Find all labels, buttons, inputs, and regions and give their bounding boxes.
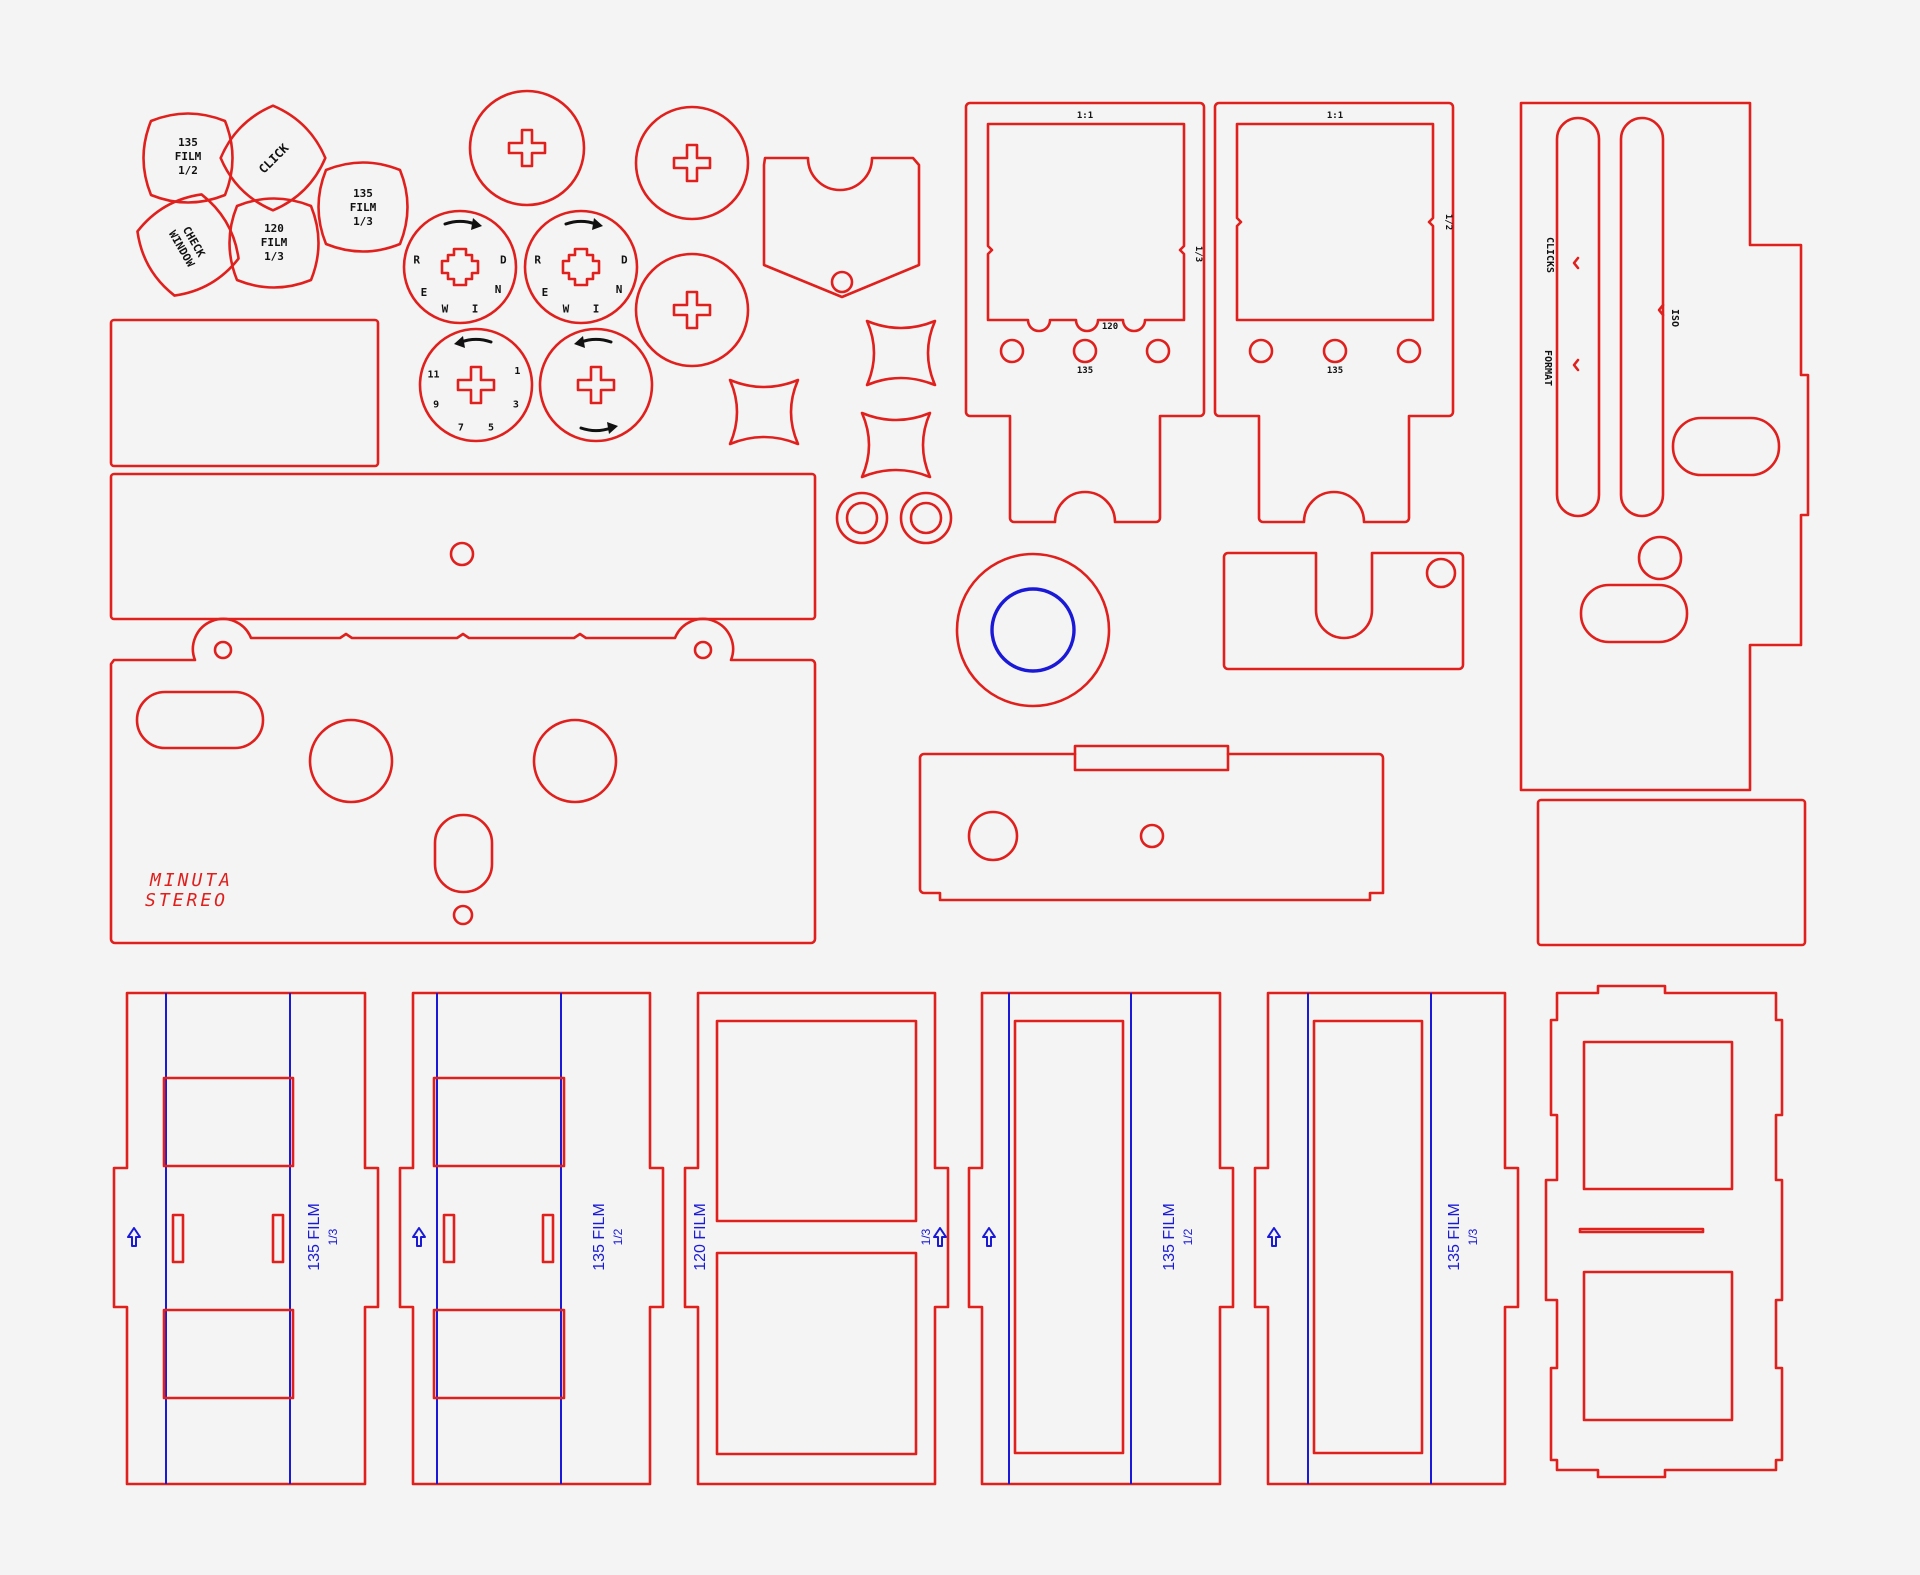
svg-text:5: 5 bbox=[488, 422, 494, 433]
svg-text:1/3: 1/3 bbox=[1466, 1228, 1480, 1245]
svg-text:1: 1 bbox=[514, 366, 520, 377]
washers bbox=[835, 491, 953, 545]
svg-text:1/3: 1/3 bbox=[1193, 246, 1203, 262]
counter-dial: 1 3 5 7 9 11 bbox=[418, 327, 534, 443]
svg-text:R: R bbox=[534, 253, 541, 266]
knob-120-film-third: 120 FILM 1/3 bbox=[228, 197, 320, 289]
svg-text:E: E bbox=[542, 286, 549, 299]
logo-line1: MINUTA bbox=[149, 870, 233, 891]
svg-text:135: 135 bbox=[1327, 366, 1343, 376]
panel-small bbox=[109, 318, 380, 468]
round-caps bbox=[468, 89, 750, 368]
svg-text:R: R bbox=[413, 253, 420, 266]
svg-text:ISO: ISO bbox=[1669, 309, 1680, 327]
film-insert-135-third: 135 FILM 1/3 bbox=[112, 991, 380, 1486]
svg-text:FILM: FILM bbox=[261, 236, 288, 249]
svg-text:3: 3 bbox=[513, 400, 519, 411]
svg-text:N: N bbox=[616, 283, 623, 296]
panel-small-right bbox=[1536, 798, 1807, 947]
svg-text:I: I bbox=[593, 302, 600, 315]
film-insert-135-third-b: 135 FILM 1/3 bbox=[1253, 991, 1520, 1486]
svg-text:CLICK: CLICK bbox=[256, 140, 292, 176]
knob-135-film-half: 135 FILM 1/2 bbox=[142, 112, 234, 204]
svg-text:1/3: 1/3 bbox=[326, 1228, 340, 1245]
lens-ring bbox=[955, 552, 1111, 708]
svg-text:1/2: 1/2 bbox=[611, 1228, 625, 1245]
svg-text:W: W bbox=[563, 302, 570, 315]
cap-top-right bbox=[634, 105, 750, 221]
bottom-plate bbox=[918, 744, 1385, 902]
film-insert-135-half-b: 135 FILM 1/2 bbox=[967, 991, 1235, 1486]
small-knobs bbox=[728, 319, 937, 479]
svg-text:D: D bbox=[621, 253, 628, 266]
svg-text:120: 120 bbox=[264, 222, 284, 235]
svg-text:D: D bbox=[500, 253, 507, 266]
cap-large bbox=[468, 89, 586, 207]
svg-text:1:1: 1:1 bbox=[1077, 111, 1093, 121]
svg-text:1/3: 1/3 bbox=[264, 250, 284, 263]
svg-text:N: N bbox=[495, 283, 502, 296]
svg-text:135: 135 bbox=[353, 187, 373, 200]
side-panel: CLICKS ISO FORMAT bbox=[1519, 101, 1810, 792]
body-front-panel: MINUTA STEREO bbox=[109, 617, 817, 945]
film-insert-120-third: 120 FILM 1/3 bbox=[683, 991, 950, 1486]
knob-click: CLICK bbox=[208, 93, 338, 223]
film-insert-135-half: 135 FILM 1/2 bbox=[398, 991, 665, 1486]
logo-line2: STEREO bbox=[145, 890, 228, 911]
svg-text:1:1: 1:1 bbox=[1327, 111, 1343, 121]
svg-text:E: E bbox=[421, 286, 428, 299]
svg-text:135 FILM: 135 FILM bbox=[591, 1203, 608, 1271]
rewind-dial-2: R E W I N D bbox=[523, 209, 639, 325]
svg-text:9: 9 bbox=[433, 400, 439, 411]
svg-text:1/2: 1/2 bbox=[1443, 214, 1453, 230]
bracket-plate bbox=[1222, 551, 1465, 671]
svg-text:W: W bbox=[442, 302, 449, 315]
mask-frame-right: 1:1 135 1/2 bbox=[1213, 101, 1455, 524]
svg-text:FORMAT: FORMAT bbox=[1542, 350, 1553, 386]
svg-text:FILM: FILM bbox=[350, 201, 377, 214]
svg-text:FILM: FILM bbox=[175, 150, 202, 163]
svg-text:1/2: 1/2 bbox=[178, 164, 198, 177]
svg-text:1/2: 1/2 bbox=[1181, 1228, 1195, 1245]
svg-text:135 FILM: 135 FILM bbox=[1161, 1203, 1178, 1271]
svg-text:135 FILM: 135 FILM bbox=[1446, 1203, 1463, 1271]
svg-text:120 FILM: 120 FILM bbox=[692, 1203, 709, 1271]
mask-frame-left: 1:1 120 135 1/3 bbox=[964, 101, 1206, 524]
advance-dial bbox=[538, 327, 654, 443]
pressure-plate bbox=[1544, 984, 1784, 1479]
svg-text:135: 135 bbox=[178, 136, 198, 149]
film-knobs: 135 FILM 1/2 CLICK 135 FILM 1/3 CHECK WI… bbox=[125, 93, 409, 308]
svg-text:1/3: 1/3 bbox=[919, 1228, 933, 1245]
svg-text:I: I bbox=[472, 302, 479, 315]
svg-text:1/3: 1/3 bbox=[353, 215, 373, 228]
pentagon-tab bbox=[762, 156, 921, 299]
svg-text:135: 135 bbox=[1077, 366, 1093, 376]
svg-text:7: 7 bbox=[458, 422, 464, 433]
svg-text:CLICKS: CLICKS bbox=[1544, 237, 1555, 273]
svg-text:135 FILM: 135 FILM bbox=[306, 1203, 323, 1271]
svg-text:120: 120 bbox=[1102, 322, 1118, 332]
svg-text:11: 11 bbox=[427, 370, 439, 381]
knob-135-film-third: 135 FILM 1/3 bbox=[317, 161, 409, 253]
cap-middle-right bbox=[634, 252, 750, 368]
rewind-dial-1: R E W I N D bbox=[402, 209, 518, 325]
panel-long bbox=[109, 472, 817, 621]
